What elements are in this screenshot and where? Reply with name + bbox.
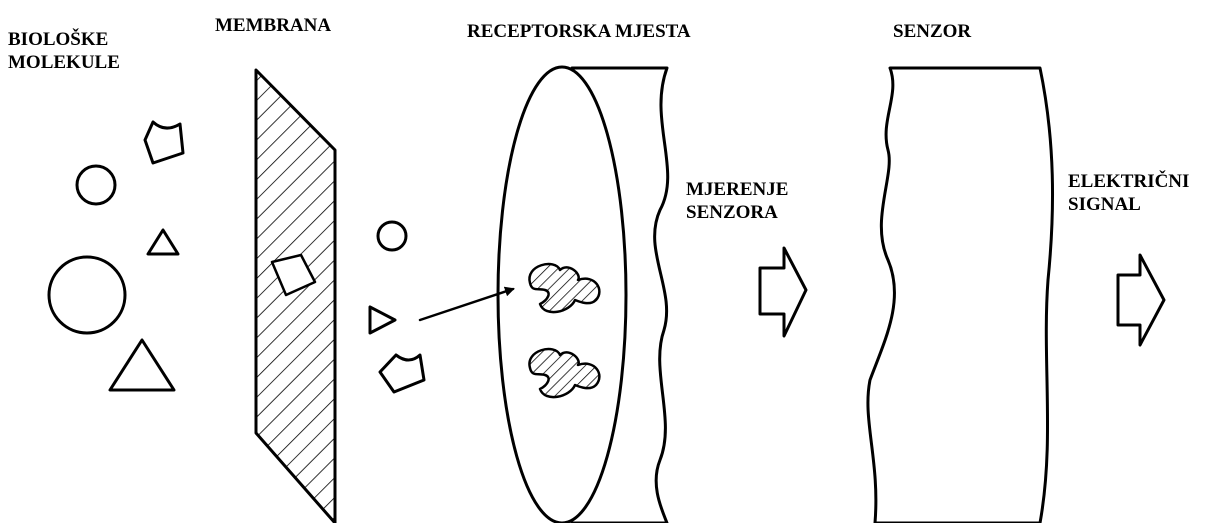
receptor-site bbox=[529, 264, 599, 312]
sensor-body bbox=[868, 68, 1053, 523]
electric-signal-label-line1: ELEKTRIČNI bbox=[1068, 170, 1189, 193]
receptor-layer bbox=[498, 67, 668, 523]
receptor-sites-label: RECEPTORSKA MJESTA bbox=[467, 20, 691, 43]
electric-signal-label-line2: SIGNAL bbox=[1068, 193, 1189, 216]
sensor-measurement-label: MJERENJE SENZORA bbox=[686, 178, 788, 224]
membrane bbox=[256, 70, 335, 523]
membrane-sheet bbox=[256, 70, 335, 523]
small-triangle-molecule bbox=[148, 230, 178, 254]
bio-molecules-label-line1: BIOLOŠKE bbox=[8, 28, 120, 51]
filtered-circle-molecule bbox=[378, 222, 406, 250]
electric-signal-arrow-icon bbox=[1118, 255, 1164, 345]
measurement-arrow-icon bbox=[760, 248, 806, 336]
notched-square-molecule bbox=[145, 122, 183, 163]
large-circle-molecule bbox=[49, 257, 125, 333]
filtered-triangle-molecule bbox=[370, 307, 395, 333]
sensor-measurement-label-line1: MJERENJE bbox=[686, 178, 788, 201]
large-triangle-molecule bbox=[110, 340, 174, 390]
electric-signal-label: ELEKTRIČNI SIGNAL bbox=[1068, 170, 1189, 216]
filtered-molecules-group bbox=[370, 222, 513, 392]
receptor-site bbox=[529, 349, 599, 397]
bio-molecules-label-line2: MOLEKULE bbox=[8, 51, 120, 74]
filtered-notched-square-molecule bbox=[380, 355, 424, 392]
small-circle-molecule bbox=[77, 166, 115, 204]
bio-molecules-group bbox=[49, 122, 183, 390]
sensor-label: SENZOR bbox=[893, 20, 971, 43]
bio-molecules-label: BIOLOŠKE MOLEKULE bbox=[8, 28, 120, 74]
sensor-measurement-label-line2: SENZORA bbox=[686, 201, 788, 224]
membrane-label: MEMBRANA bbox=[215, 14, 331, 37]
